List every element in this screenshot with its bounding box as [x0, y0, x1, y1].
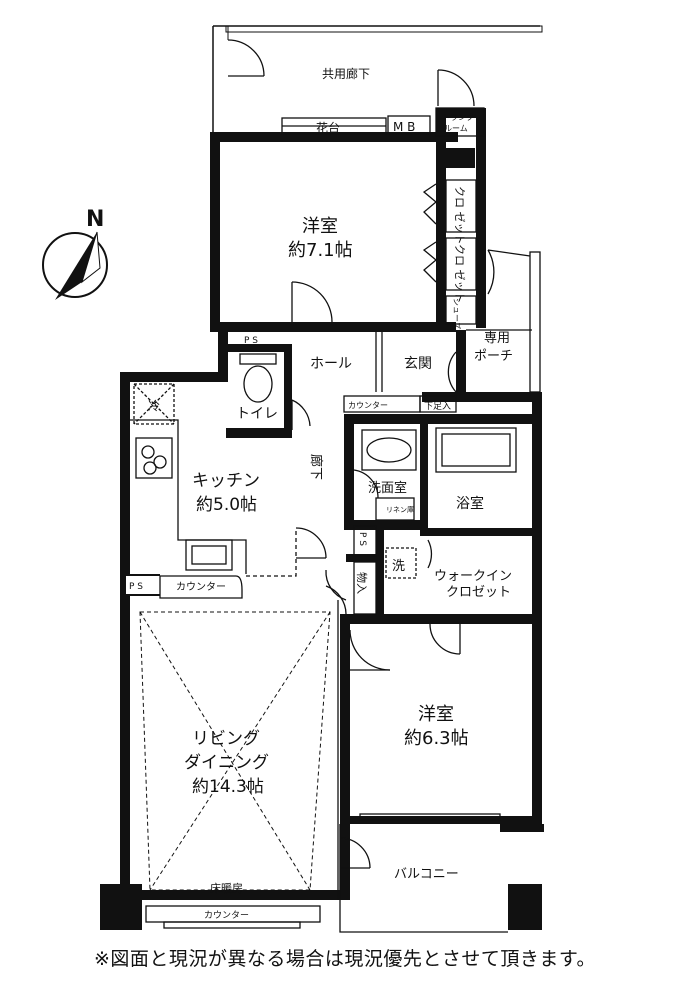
flower-stand-label: 花台	[316, 120, 340, 135]
compass-n-label: N	[86, 207, 104, 232]
washroom-label: 洗面室	[368, 480, 407, 496]
bedroom2-size: 約6.3帖	[404, 728, 469, 749]
kitchen-name: キッチン	[192, 471, 260, 491]
trunk-room-label-2: ルーム	[444, 124, 468, 133]
living-label-1: リビング	[192, 729, 260, 749]
mb-label: M B	[393, 120, 415, 134]
shoe-cabinet-label: シューズ	[452, 298, 462, 330]
living-label-2: ダイニング	[184, 753, 269, 773]
ps-label-wash: P S	[357, 532, 367, 546]
private-porch-label-2: ポーチ	[474, 349, 513, 364]
shared-corridor-label: 共用廊下	[322, 66, 370, 81]
bedroom2-name: 洋室	[418, 704, 454, 725]
wic-label-1: ウォークイン	[434, 569, 512, 584]
balcony-label: バルコニー	[394, 867, 459, 882]
interior-lines	[130, 39, 541, 933]
bathroom-label: 浴室	[456, 495, 484, 512]
living-size: 約14.3帖	[192, 777, 264, 797]
bedroom1-size: 約7.1帖	[288, 240, 353, 261]
wic-label-2: クロゼット	[446, 585, 511, 600]
shared-corridor-area	[212, 25, 543, 140]
hall-label: ホール	[310, 356, 352, 372]
living-counter-label: カウンター	[204, 910, 249, 921]
closet-label-2: クロ ゼット	[453, 244, 466, 303]
linen-label: リネン庫	[386, 505, 414, 514]
storage-label: 物入	[355, 572, 369, 594]
shoe-box-label: 下足入	[424, 401, 451, 412]
closet-label-1: クロ ゼット	[453, 186, 466, 245]
trunk-room-label-1: トランク	[442, 113, 474, 122]
private-porch-label-1: 専用	[484, 331, 510, 346]
floor-heating-label: 床暖房	[210, 881, 243, 895]
floor-plan: N	[42, 25, 544, 933]
kitchen-counter-label: カウンター	[176, 581, 226, 593]
bedroom1-name: 洋室	[302, 216, 338, 237]
fridge-label: 冷	[148, 399, 160, 413]
entrance-label: 玄関	[404, 355, 432, 372]
corridor-label: 廊下	[308, 454, 324, 480]
entrance-counter-label: カウンター	[348, 401, 388, 410]
toilet-label: トイレ	[236, 406, 278, 422]
floor-heating-area	[139, 611, 331, 891]
washer-label: 洗	[392, 559, 405, 574]
compass-north-icon	[42, 231, 108, 300]
ps-label-wc: P S	[244, 336, 258, 346]
disclaimer-note: ※図面と現況が異なる場合は現況優先とさせて頂きます。	[93, 948, 597, 970]
exterior-walls	[100, 108, 544, 930]
ps-label-kitchen: P S	[129, 582, 143, 592]
kitchen-size: 約5.0帖	[196, 495, 257, 515]
